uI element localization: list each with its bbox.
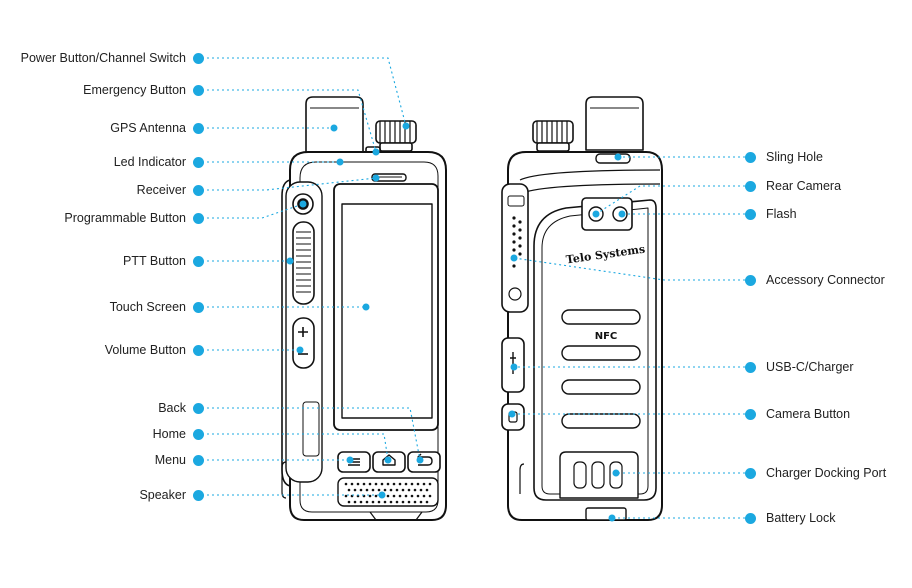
callout-dot-home — [193, 429, 204, 440]
callout-dot-ptt — [193, 256, 204, 267]
label-touch: Touch Screen — [109, 300, 186, 314]
label-batlock: Battery Lock — [766, 511, 836, 525]
label-led: Led Indicator — [113, 155, 186, 169]
callout-dot-receiver — [193, 185, 204, 196]
callout-dot-emergency — [193, 85, 204, 96]
speaker-grille — [344, 482, 432, 504]
label-sling: Sling Hole — [766, 150, 823, 164]
label-accessory: Accessory Connector — [766, 273, 885, 287]
leader-rearcam — [595, 185, 750, 215]
callout-dot-cambtn — [745, 409, 756, 420]
leader-receiver — [202, 177, 377, 191]
label-menu: Menu — [154, 453, 186, 467]
callout-dot-speaker — [193, 490, 204, 501]
label-usbc: USB-C/Charger — [766, 360, 854, 374]
leader-programmable — [202, 203, 304, 219]
label-power: Power Button/Channel Switch — [20, 51, 186, 65]
label-gps: GPS Antenna — [110, 121, 186, 135]
leader-accessory — [513, 257, 750, 281]
label-emergency: Emergency Button — [83, 83, 186, 97]
label-back: Back — [158, 401, 186, 415]
leader-home — [202, 433, 389, 461]
callout-dot-programmable — [193, 213, 204, 224]
callout-dot-flash — [745, 209, 756, 220]
label-speaker: Speaker — [139, 488, 186, 502]
callout-dot-sling — [745, 152, 756, 163]
label-receiver: Receiver — [136, 183, 186, 197]
leader-lines — [202, 57, 750, 519]
callout-dot-usbc — [745, 362, 756, 373]
callout-dot-led — [193, 157, 204, 168]
label-programmable: Programmable Button — [64, 211, 186, 225]
label-dock: Charger Docking Port — [766, 466, 887, 480]
leader-emergency — [202, 89, 377, 153]
label-home: Home — [152, 427, 186, 441]
anchor-dots — [286, 122, 626, 522]
leader-power — [202, 57, 407, 127]
callout-dot-rearcam — [745, 181, 756, 192]
callout-dot-dock — [745, 468, 756, 479]
callout-dot-batlock — [745, 513, 756, 524]
callout-dot-volume — [193, 345, 204, 356]
label-flash: Flash — [766, 207, 797, 221]
callout-dot-back — [193, 403, 204, 414]
callout-dot-power — [193, 53, 204, 64]
back-nfc-text: NFC — [595, 331, 618, 342]
label-cambtn: Camera Button — [766, 407, 851, 421]
callout-dot-touch — [193, 302, 204, 313]
back-device: Telo Systems NFC — [501, 96, 663, 521]
callout-dot-gps — [193, 123, 204, 134]
channel-knob-shape — [375, 120, 417, 152]
callout-dot-accessory — [745, 275, 756, 286]
callout-dot-menu — [193, 455, 204, 466]
label-volume: Volume Button — [104, 343, 186, 357]
label-ptt: PTT Button — [123, 254, 186, 268]
label-rearcam: Rear Camera — [766, 179, 842, 193]
